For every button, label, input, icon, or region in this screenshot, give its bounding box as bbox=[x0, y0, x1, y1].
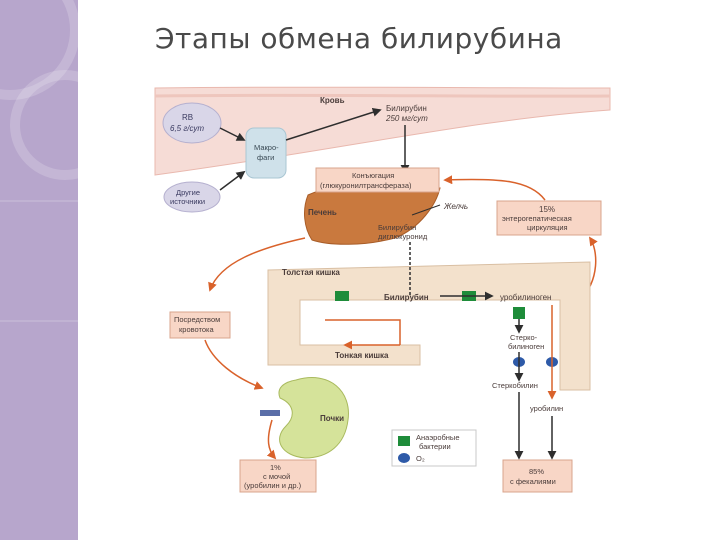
arrow-rbc-to-macrophage bbox=[219, 127, 246, 141]
arrow-kidney-to-urine bbox=[266, 419, 277, 460]
bilirubin-dg-label-1: Билирубин bbox=[378, 223, 416, 232]
arrow-other-to-macrophage bbox=[219, 170, 246, 191]
colon-label: Толстая кишка bbox=[282, 268, 340, 277]
stercobilinogen-label-2: билиноген bbox=[508, 342, 544, 351]
legend-oxygen-swatch bbox=[398, 453, 410, 463]
urine-detail: (уробилин и др.) bbox=[244, 481, 302, 490]
macrophage-box bbox=[245, 127, 287, 179]
sidebar-ring bbox=[10, 70, 78, 180]
conjugation-label-1: Конъюгация bbox=[352, 171, 394, 180]
feces-label: с фекалиями bbox=[510, 477, 556, 486]
enterohepatic-box bbox=[496, 200, 602, 236]
other-sources-label-1: Другие bbox=[176, 188, 200, 197]
stercobilin-label: Стеркобилин bbox=[492, 381, 538, 390]
urobilinogen-label: уробилиноген bbox=[500, 293, 551, 302]
urine-percent: 1% bbox=[270, 463, 281, 472]
blood-vessel bbox=[154, 86, 611, 176]
arrow-blood-to-kidney bbox=[204, 339, 264, 390]
feces-box bbox=[502, 459, 573, 493]
slide-sidebar bbox=[0, 0, 78, 540]
bilirubin-blood-amount: 250 мг/сут bbox=[385, 114, 428, 123]
bilirubin-blood-label: Билирубин bbox=[386, 104, 427, 113]
bacteria-marker bbox=[335, 291, 349, 301]
conjugation-label-2: (глюкуронилтрансфераза) bbox=[320, 181, 412, 190]
feces-percent: 85% bbox=[529, 467, 544, 476]
conjugation-box bbox=[315, 167, 440, 193]
rbc-label: RB bbox=[182, 113, 193, 122]
urobilin-label: уробилин bbox=[530, 404, 563, 413]
bile-duct bbox=[411, 204, 441, 216]
other-sources-node bbox=[163, 181, 221, 213]
macrophage-label-1: Макро- bbox=[254, 143, 279, 152]
arrow-entero-to-liver bbox=[443, 175, 546, 201]
urine-label: с мочой bbox=[263, 472, 290, 481]
arrow-liver-to-blood bbox=[208, 237, 306, 292]
legend-bacteria-swatch bbox=[398, 436, 410, 446]
liver-label: Печень bbox=[308, 208, 337, 217]
bacteria-marker bbox=[513, 307, 525, 319]
blood-label: Кровь bbox=[320, 96, 345, 105]
rbc-amount: 6,5 г/сут bbox=[170, 124, 204, 133]
colon-bilirubin-label: Билирубин bbox=[384, 293, 429, 302]
legend-bacteria-label-1: Анаэробные bbox=[416, 433, 459, 442]
slide-title: Этапы обмена билирубина bbox=[155, 22, 563, 55]
via-blood-box bbox=[169, 311, 231, 339]
via-blood-label-1: Посредством bbox=[174, 315, 220, 324]
stercobilinogen-label-1: Стерко- bbox=[510, 333, 538, 342]
rbc-cell bbox=[162, 102, 222, 144]
renal-vessel bbox=[260, 410, 280, 416]
bile-label: Желчь bbox=[443, 202, 468, 211]
small-intestine-label: Тонкая кишка bbox=[335, 351, 389, 360]
small-intestine bbox=[325, 319, 401, 345]
enterohepatic-label-1: энтерогепатическая bbox=[502, 214, 572, 223]
enterohepatic-percent: 15% bbox=[539, 205, 555, 214]
sidebar-line bbox=[0, 320, 78, 322]
other-sources-label-2: источники bbox=[170, 197, 205, 206]
blood-vessel-stripe bbox=[154, 93, 611, 98]
sidebar-line bbox=[0, 200, 78, 202]
via-blood-label-2: кровотока bbox=[179, 325, 214, 334]
kidneys-label: Почки bbox=[320, 414, 344, 423]
kidney-shape bbox=[278, 377, 349, 459]
macrophage-label-2: фаги bbox=[257, 153, 274, 162]
bilirubin-dg-label-2: диглюкуронид bbox=[378, 232, 428, 241]
arrow-macrophage-to-bilirubin bbox=[285, 107, 382, 141]
large-intestine bbox=[267, 261, 591, 391]
urine-box bbox=[239, 459, 317, 493]
legend-bacteria-label-2: бактерии bbox=[419, 442, 451, 451]
enterohepatic-label-2: циркуляция bbox=[527, 223, 568, 232]
legend-oxygen-label: O₂ bbox=[416, 454, 425, 463]
